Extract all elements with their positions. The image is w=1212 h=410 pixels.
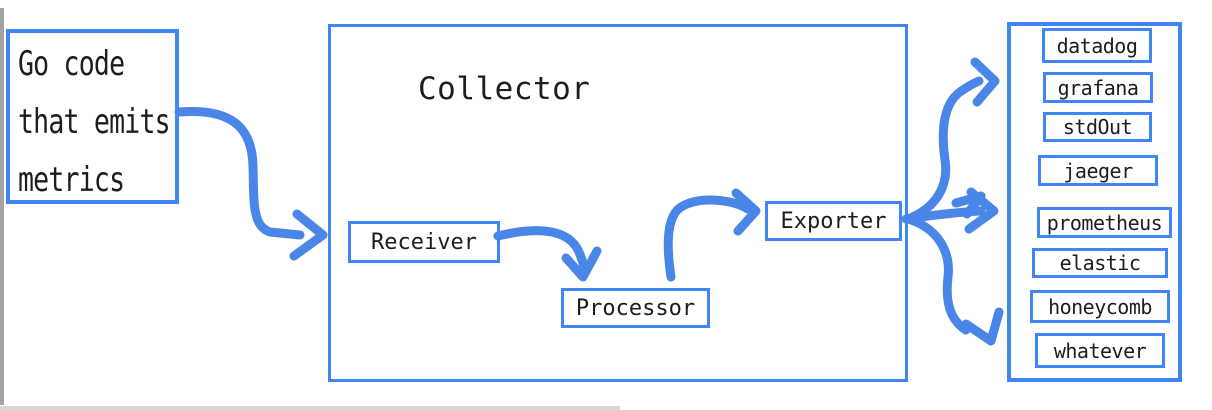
- sink-label: stdOut: [1062, 115, 1133, 139]
- arrow-source-to-receiver-icon: [174, 106, 328, 261]
- node-processor[interactable]: Processor: [561, 288, 710, 328]
- sink-label: honeycomb: [1048, 294, 1152, 319]
- collector-title: Collector: [418, 71, 591, 107]
- exporter-label: Exporter: [780, 208, 887, 234]
- sink-label: prometheus: [1046, 210, 1163, 235]
- arrow-exporter-fanout-down-icon: [903, 214, 1004, 346]
- node-sink-jaeger[interactable]: jaeger: [1038, 155, 1158, 186]
- node-sink-prometheus[interactable]: prometheus: [1037, 207, 1172, 238]
- panel-backends[interactable]: datadog grafana stdOut jaeger prometheus…: [1007, 22, 1182, 382]
- arrow-exporter-fanout-middle-icon: [901, 187, 999, 234]
- receiver-label: Receiver: [371, 229, 477, 255]
- arrow-exporter-fanout-up-icon: [903, 57, 1000, 224]
- node-receiver[interactable]: Receiver: [348, 221, 500, 263]
- node-sink-stdout[interactable]: stdOut: [1043, 112, 1152, 142]
- sink-label: jaeger: [1063, 158, 1133, 183]
- node-collector[interactable]: Collector Receiver Processor Exporter: [328, 24, 908, 382]
- node-go-code-label: Go code that emits metrics: [18, 44, 171, 200]
- node-go-code-source[interactable]: Go code that emits metrics: [6, 29, 179, 204]
- node-sink-datadog[interactable]: datadog: [1042, 28, 1152, 63]
- sink-label: datadog: [1056, 33, 1138, 58]
- sink-label: whatever: [1053, 338, 1147, 363]
- canvas-edge-bottom: [0, 406, 620, 410]
- node-sink-honeycomb[interactable]: honeycomb: [1030, 290, 1170, 323]
- sink-label: grafana: [1057, 75, 1139, 100]
- canvas-edge-left: [0, 8, 4, 405]
- sink-label: elastic: [1059, 251, 1141, 275]
- processor-label: Processor: [575, 295, 696, 321]
- node-sink-grafana[interactable]: grafana: [1043, 72, 1153, 103]
- node-exporter[interactable]: Exporter: [765, 201, 902, 241]
- node-sink-elastic[interactable]: elastic: [1032, 248, 1168, 278]
- node-sink-whatever[interactable]: whatever: [1035, 333, 1165, 368]
